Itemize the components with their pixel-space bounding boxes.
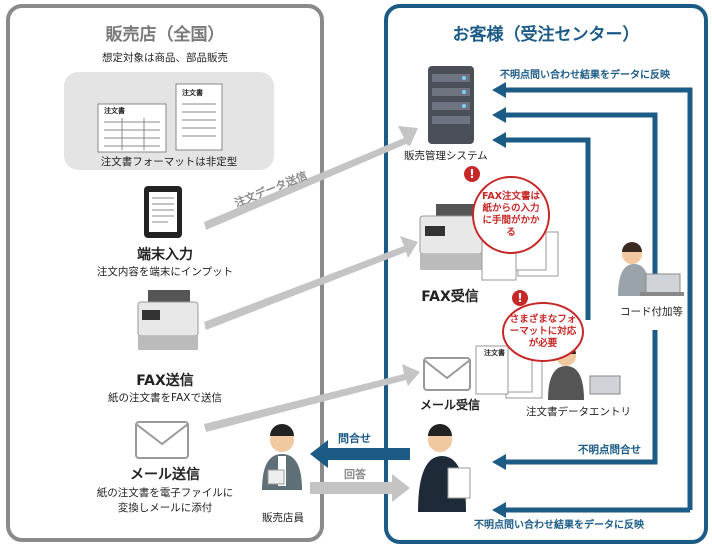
operator-code-icon	[618, 242, 684, 296]
fax-send-desc: 紙の注文書をFAXで送信	[108, 392, 222, 404]
form-icon-2	[175, 83, 223, 151]
tablet-icon	[144, 186, 182, 238]
form-label-2: 注文書	[182, 89, 203, 97]
arrow-unclear-query	[506, 330, 658, 465]
mail-send-desc-1: 紙の注文書を電子ファイルに	[96, 487, 234, 499]
system-label: 販売管理システム	[404, 150, 488, 162]
terminal-desc: 注文内容を端末にインプット	[96, 266, 234, 278]
server-icon	[428, 66, 474, 144]
dealer-panel	[6, 4, 324, 542]
bubble-format: さまざまなフォーマットに対応が必要	[502, 302, 584, 362]
arrowhead-query	[492, 454, 506, 470]
arrowhead-entry	[492, 132, 506, 148]
arrowhead-code	[492, 107, 506, 123]
arrow-code-to-system	[506, 112, 658, 278]
envelope-icon-left	[135, 421, 189, 459]
staff-person-icon	[262, 424, 302, 490]
arrowhead-feedback-top	[492, 82, 506, 98]
arrow-terminal-to-system	[204, 126, 418, 230]
answer-label: 回答	[344, 468, 366, 481]
arrow-inquiry	[310, 440, 410, 468]
arrow-fax-to-fax	[204, 236, 418, 330]
dealer-title: 販売店（全国）	[105, 25, 225, 45]
fax-machine-icon-right	[419, 204, 483, 270]
phone-operator-icon	[418, 424, 471, 512]
code-label: コード付加等	[620, 306, 683, 318]
arrow-answer	[310, 474, 410, 502]
inquiry-label: 問合せ	[338, 432, 371, 445]
customer-title: お客様（受注センター）	[452, 25, 640, 45]
terminal-title: 端末入力	[137, 247, 193, 263]
format-note: 注文書フォーマットは非定型	[100, 156, 238, 168]
feedback-bottom-label: 不明点問い合わせ結果をデータに反映	[474, 520, 644, 531]
mail-send-desc-2: 変換しメールに添付	[117, 502, 213, 514]
form-label-1: 注文書	[104, 107, 125, 115]
feedback-top-label: 不明点問い合わせ結果をデータに反映	[500, 70, 670, 81]
mail-receive-title: メール受信	[420, 398, 481, 412]
entry-label: 注文書データエントリ	[526, 406, 631, 418]
staff-label: 販売店員	[262, 512, 304, 524]
alert-fax-icon: !	[464, 166, 480, 182]
unclear-query-label: 不明点問合せ	[578, 444, 641, 456]
alert-format-icon: !	[512, 290, 528, 306]
fax-send-title: FAX送信	[136, 373, 194, 389]
dealer-subtitle: 想定対象は商品、部品販売	[102, 52, 228, 64]
envelope-icon-right	[423, 357, 471, 391]
form-label-right: 注文書	[484, 349, 505, 357]
arrow-feedback-top	[506, 87, 693, 510]
fax-machine-icon-left	[137, 290, 199, 350]
fax-receive-title: FAX受信	[421, 289, 479, 305]
arrow-mail-to-mail	[204, 364, 420, 432]
arrow-entry-to-system	[506, 137, 591, 320]
arrowhead-feedback-bottom	[492, 502, 506, 518]
mail-send-title: メール送信	[130, 467, 200, 483]
customer-panel	[384, 4, 708, 544]
bubble-fax: FAX注文書は紙からの入力に手間がかかる	[472, 176, 550, 254]
form-icon-1	[97, 103, 167, 153]
